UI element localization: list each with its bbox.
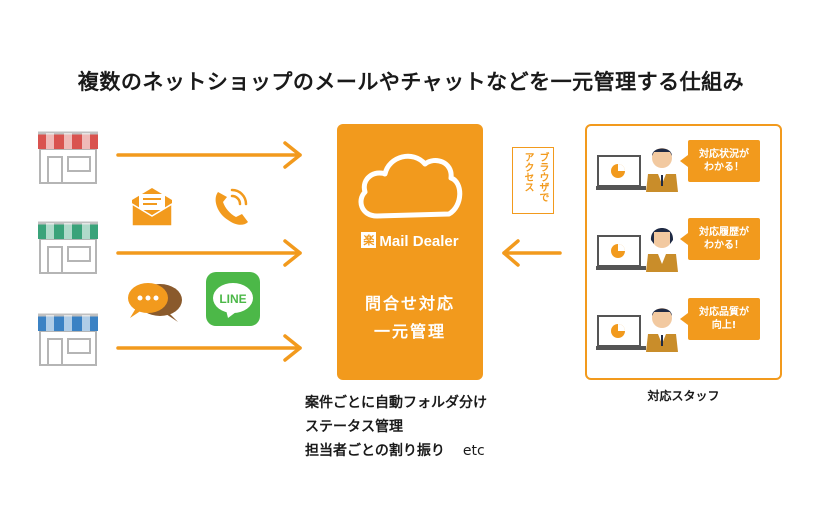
arrow-right-icon [116,239,302,267]
staff-bubble-1: 対応状況が わかる！ [680,140,760,182]
arrow-right-icon [116,334,302,362]
feature-item: ステータス管理 [305,419,403,435]
features-etc: etc [462,443,485,459]
channel-icons: LINE [128,188,260,326]
staff-label: 対応スタッフ [647,389,720,403]
box-line-1: 問合せ対応 [364,294,455,313]
feature-item: 案件ごとに自動フォルダ分け [305,395,487,411]
cloud-icon [358,153,463,219]
line-app-icon: LINE [206,272,260,326]
staff-panel [585,124,782,380]
envelope-icon [131,188,173,227]
staff-bubble-3: 対応品質が 向上! [680,298,760,340]
shops-group [38,131,98,366]
arrow-left-icon [502,239,562,267]
features-list: 案件ごとに自動フォルダ分け ステータス管理 担当者ごとの割り振り etc [305,391,487,463]
brand-kanji: 楽 [361,232,377,248]
chat-bubbles-icon [128,283,182,322]
staff-row-3 [596,308,678,352]
inbound-arrows [116,141,302,362]
shop-icon [38,221,98,274]
box-line-2: 一元管理 [373,322,446,341]
staff-row-2 [596,228,678,272]
phone-icon [215,188,248,225]
browser-tag-line-1: ブラウザで [537,152,548,202]
brand-text: Mail Dealer [379,233,459,250]
mail-dealer-panel [337,124,483,380]
staff-figures [596,148,678,352]
browser-access-tag: ブラウザで アクセス [512,147,554,214]
arrow-right-icon [116,141,302,169]
feature-item: 担当者ごとの割り振り etc [305,439,487,463]
feature-item-text: 担当者ごとの割り振り [305,443,445,459]
diagram-title: 複数のネットショップのメールやチャットなどを一元管理する仕組み [77,70,745,94]
browser-tag-line-2: アクセス [522,152,533,192]
staff-row-1 [596,148,678,192]
line-label: LINE [219,292,246,306]
shop-icon [38,313,98,366]
staff-bubble-2: 対応履歴が わかる！ [680,218,760,260]
shop-icon [38,131,98,184]
